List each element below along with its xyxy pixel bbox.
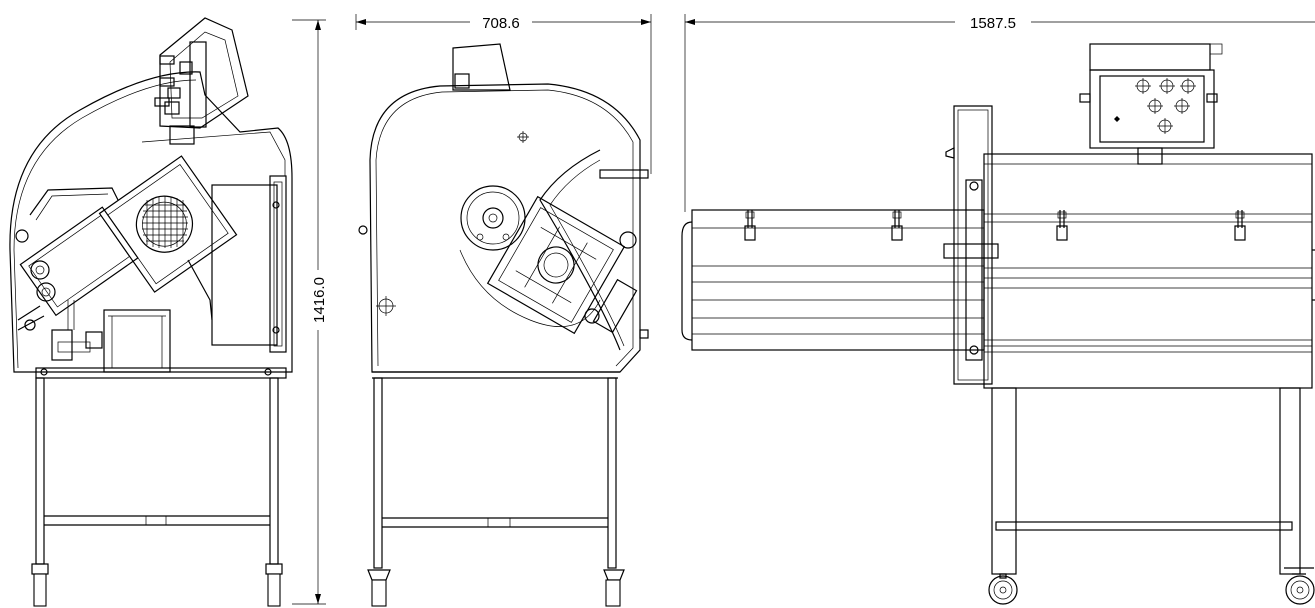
motor-grid [142,196,188,248]
middle-side-view: 708.6 [355,12,652,607]
clamps [744,210,1246,241]
depth-dimension: 708.6 [355,12,652,174]
width-dimension: 1587.5 [684,12,1315,212]
width-label: 1587.5 [970,15,1016,32]
right-front-view: 1587.5 [681,12,1315,605]
left-section-view [9,17,293,607]
depth-label: 708.6 [482,15,520,32]
height-label: 1416.0 [311,277,328,323]
height-dimension: 1416.0 [292,19,328,605]
